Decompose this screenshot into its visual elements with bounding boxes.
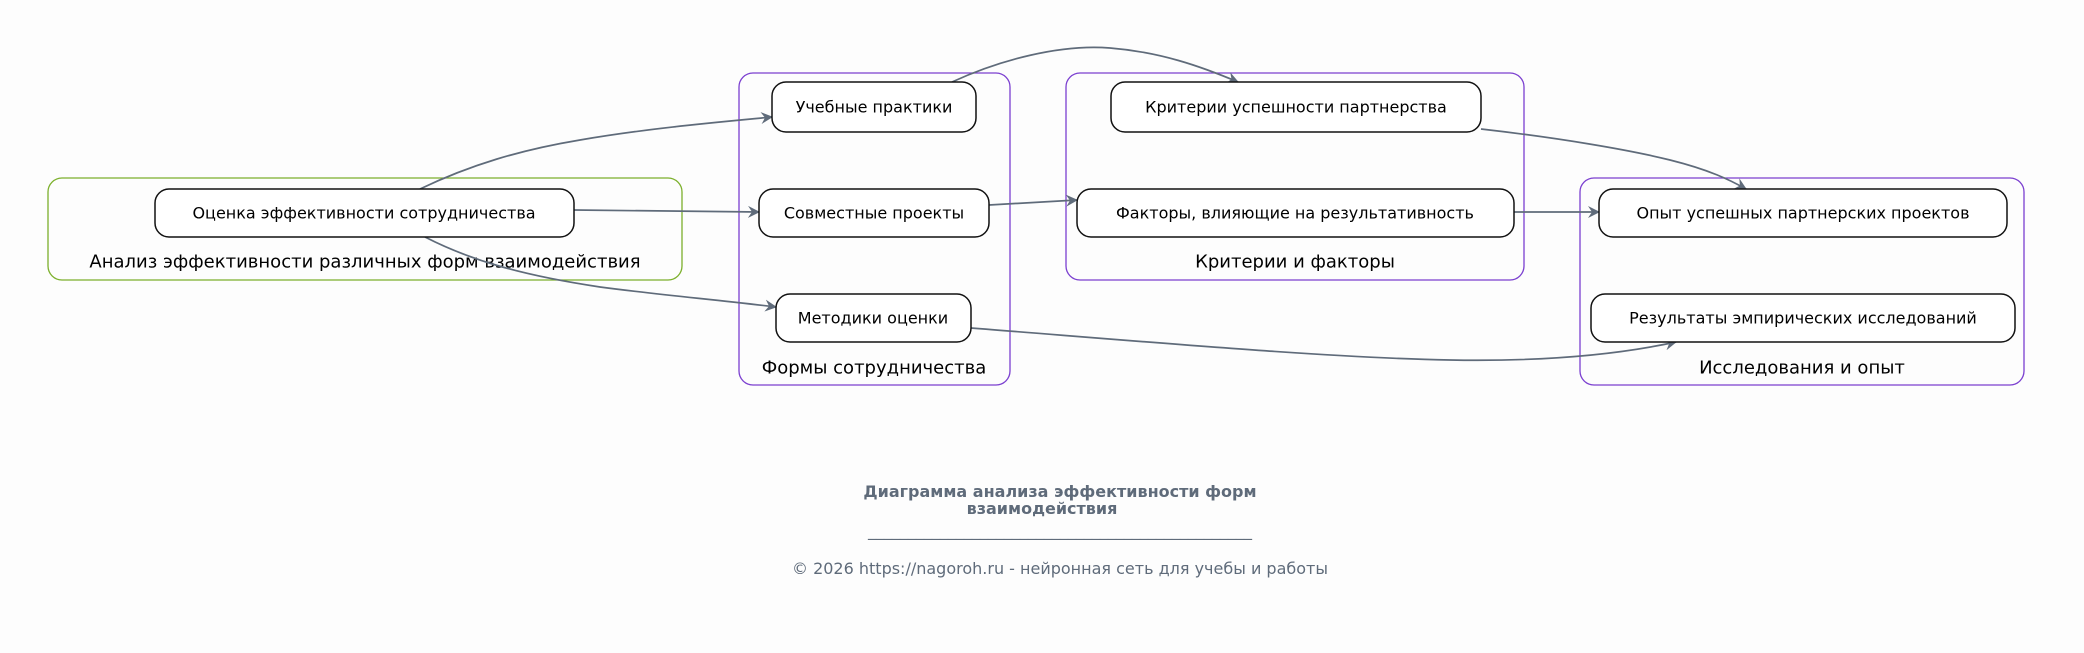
diagram-title-line1: Диаграмма анализа эффективности форм	[863, 482, 1256, 501]
edge-evaluation-practices	[419, 112, 773, 190]
edge-evaluation-projects	[573, 205, 760, 218]
cluster-forms: Формы сотрудничества	[738, 72, 1011, 386]
node-success-criteria[interactable]: Критерии успешности партнерства	[1110, 81, 1482, 133]
edge-practices-criteria	[951, 46, 1239, 84]
node-label: Критерии успешности партнерства	[1145, 98, 1447, 117]
node-label: Оценка эффективности сотрудничества	[192, 204, 535, 223]
title-separator: ________________________________________…	[867, 521, 1253, 541]
cluster-label-research: Исследования и опыт	[1699, 358, 1905, 379]
copyright-text: © 2026 https://nagoroh.ru - нейронная се…	[792, 559, 1328, 578]
node-methods[interactable]: Методики оценки	[775, 293, 972, 343]
edge-projects-factors	[988, 194, 1078, 207]
node-label: Учебные практики	[796, 98, 953, 117]
node-practices[interactable]: Учебные практики	[771, 81, 977, 133]
node-evaluation[interactable]: Оценка эффективности сотрудничества	[154, 188, 575, 238]
edge-methods-results	[970, 327, 1677, 362]
node-factors[interactable]: Факторы, влияющие на результативность	[1076, 188, 1515, 238]
node-label: Совместные проекты	[784, 204, 964, 223]
node-label: Факторы, влияющие на результативность	[1116, 204, 1474, 223]
diagram-title-line2: взаимодействия	[967, 499, 1118, 518]
node-label: Методики оценки	[798, 309, 948, 328]
cluster-criteria: Критерии и факторы	[1065, 72, 1525, 281]
node-projects[interactable]: Совместные проекты	[758, 188, 990, 238]
cluster-label-criteria: Критерии и факторы	[1195, 252, 1395, 273]
node-results[interactable]: Результаты эмпирических исследований	[1590, 293, 2016, 343]
node-experience[interactable]: Опыт успешных партнерских проектов	[1598, 188, 2008, 238]
edge-criteria-experience	[1480, 128, 1747, 190]
node-label: Результаты эмпирических исследований	[1629, 309, 1977, 328]
cluster-label-forms: Формы сотрудничества	[762, 358, 987, 379]
cluster-label-analysis: Анализ эффективности различных форм взаи…	[89, 252, 640, 273]
edge-evaluation-methods	[424, 236, 777, 312]
node-label: Опыт успешных партнерских проектов	[1636, 204, 1969, 223]
cluster-research: Исследования и опыт	[1579, 177, 2025, 386]
